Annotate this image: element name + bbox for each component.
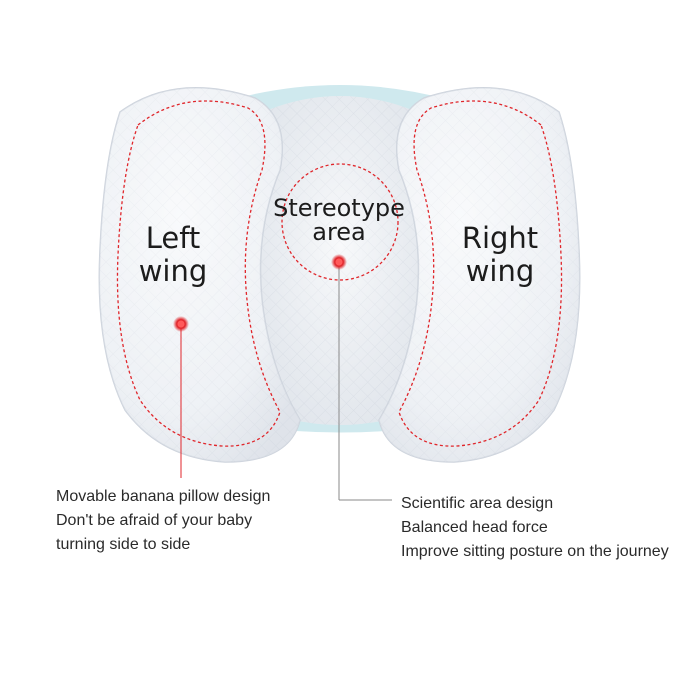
callout-lines	[180, 262, 392, 501]
left-caption-line-3: turning side to side	[56, 536, 191, 553]
right-caption-line-1: Scientific area design	[401, 495, 554, 512]
stereotype-area-outline	[281, 163, 399, 281]
right-caption-line-2: Balanced head force	[401, 519, 548, 536]
left-wing-marker-core	[177, 320, 185, 328]
right-wing-label-line-1: Right	[461, 221, 539, 255]
left-caption-line-2: Don't be afraid of your baby	[56, 512, 253, 529]
right-wing-label: Right wing	[440, 221, 560, 289]
right-wing-label-line-2: wing	[465, 254, 535, 289]
stereotype-area-label-line-1: Stereotype	[273, 194, 405, 222]
stereotype-area-marker-core	[335, 258, 343, 266]
left-caption: Movable banana pillow design Don't be af…	[56, 485, 270, 557]
left-wing-label: Left wing	[118, 221, 228, 289]
right-caption: Scientific area design Balanced head for…	[401, 492, 669, 564]
left-wing-cushion	[98, 87, 301, 463]
stereotype-area-label-line-2: area	[312, 218, 366, 246]
left-caption-line-1: Movable banana pillow design	[56, 488, 271, 505]
left-wing-label-line-1: Left	[145, 221, 201, 255]
right-caption-line-3: Improve sitting posture on the journey	[401, 543, 669, 560]
stereotype-area-label: Stereotype area	[262, 196, 416, 244]
left-wing-label-line-2: wing	[138, 254, 208, 289]
right-wing-cushion	[378, 87, 581, 463]
